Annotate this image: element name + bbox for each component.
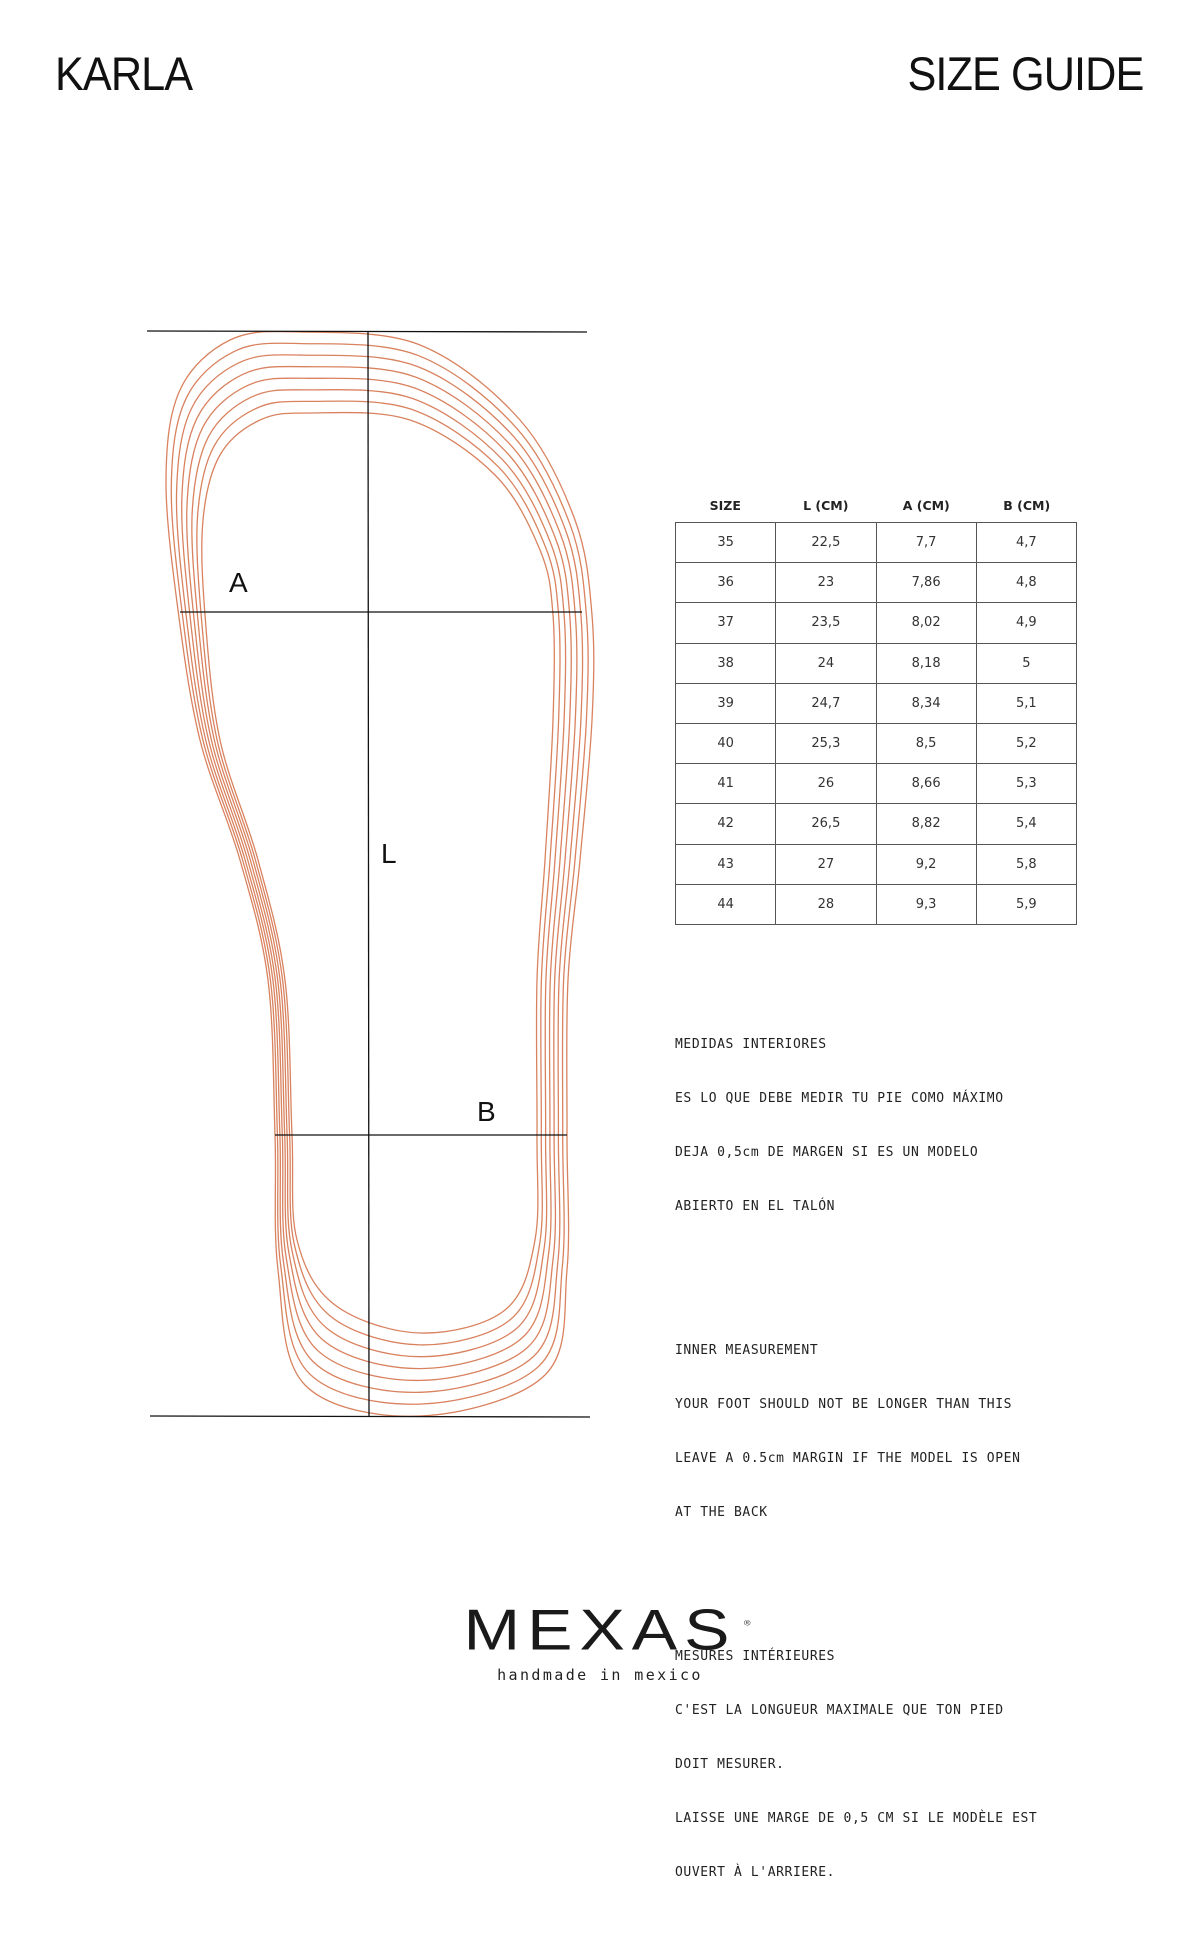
size-outline-path [201, 411, 555, 1334]
cell-width-a: 8,66 [875, 764, 976, 804]
cell-width-b: 5 [975, 643, 1076, 683]
brand-wordmark: MEXAS® [463, 1601, 750, 1659]
dimension-label-l: L [381, 838, 397, 869]
notes-title: MEDIDAS INTERIORES [675, 1037, 827, 1052]
cell-width-b: 5,1 [975, 683, 1076, 723]
notes-line: AT THE BACK [675, 1505, 768, 1520]
notes-spanish: MEDIDAS INTERIORES ES LO QUE DEBE MEDIR … [675, 1000, 1037, 1252]
cell-size: 42 [717, 816, 734, 832]
notes-title: INNER MEASUREMENT [675, 1343, 819, 1358]
cell-length: 27 [775, 844, 875, 884]
size-outline-path [191, 389, 567, 1358]
notes-line: LAISSE UNE MARGE DE 0,5 CM SI LE MODÈLE … [675, 1811, 1038, 1826]
cell-size: 44 [717, 896, 734, 912]
dimension-label-a: A [229, 567, 248, 598]
dimension-label-b: B [477, 1096, 496, 1127]
cell-width-b: 5,4 [975, 804, 1076, 844]
cell-width-b: 4,9 [975, 603, 1076, 643]
cell-length: 24 [775, 643, 875, 683]
size-outline-path [170, 342, 589, 1405]
brand-tagline: handmade in mexico [497, 1666, 703, 1684]
size-outline-path [196, 400, 561, 1346]
cell-width-a: 8,18 [875, 643, 976, 683]
cell-size: 40 [717, 735, 734, 751]
cell-width-b: 4,8 [975, 563, 1076, 603]
header-size: SIZE [709, 497, 741, 513]
notes-line: YOUR FOOT SHOULD NOT BE LONGER THAN THIS [675, 1397, 1013, 1412]
registered-mark: ® [743, 1618, 751, 1628]
model-name: KARLA [55, 47, 193, 100]
cell-width-a: 9,3 [875, 884, 976, 924]
measurement-lines [146, 330, 591, 1418]
size-outline-path [181, 365, 578, 1382]
document-title: SIZE GUIDE [907, 47, 1144, 100]
cell-width-b: 5,9 [975, 884, 1076, 924]
cell-length: 22,5 [775, 523, 875, 563]
notes-line: ABIERTO EN EL TALÓN [675, 1199, 836, 1214]
cell-width-b: 5,8 [975, 844, 1076, 884]
cell-size: 38 [717, 655, 734, 671]
cell-width-a: 8,34 [875, 683, 976, 723]
cell-width-a: 8,02 [875, 603, 976, 643]
header-width-b: B (CM) [1003, 497, 1051, 513]
cell-length: 26 [775, 764, 875, 804]
table-header: SIZE L (CM) A (CM) B (CM) [675, 488, 1077, 522]
size-outlines [165, 330, 595, 1417]
brand-name: MEXAS [463, 1597, 737, 1663]
cell-length: 26,5 [775, 804, 875, 844]
measurement-notes: MEDIDAS INTERIORES ES LO QUE DEBE MEDIR … [675, 964, 1037, 1954]
cell-width-b: 5,3 [975, 764, 1076, 804]
size-outline-path [186, 377, 572, 1370]
notes-line: DOIT MESURER. [675, 1757, 785, 1772]
size-outline-path [175, 354, 584, 1393]
length-line-l [367, 330, 370, 1417]
notes-line: DEJA 0,5cm DE MARGEN SI ES UN MODELO [675, 1145, 979, 1160]
cell-size: 37 [717, 615, 734, 631]
cell-size: 36 [717, 575, 734, 591]
cell-length: 25,3 [775, 723, 875, 764]
header-length: L (CM) [803, 497, 849, 513]
cell-size: 43 [717, 856, 734, 872]
cell-length: 23 [775, 563, 875, 603]
bottom-boundary-line [149, 1415, 591, 1418]
size-outline-path [165, 330, 595, 1417]
notes-line: ES LO QUE DEBE MEDIR TU PIE COMO MÁXIMO [675, 1091, 1004, 1106]
cell-width-b: 4,7 [975, 523, 1076, 563]
top-boundary-line [146, 330, 588, 333]
cell-width-b: 5,2 [975, 723, 1076, 764]
cell-size: 41 [717, 776, 734, 792]
cell-length: 23,5 [775, 603, 875, 643]
notes-english: INNER MEASUREMENT YOUR FOOT SHOULD NOT B… [675, 1306, 1037, 1558]
sole-outline-diagram [146, 330, 595, 1418]
cell-length: 24,7 [775, 683, 875, 723]
cell-size: 35 [717, 535, 734, 550]
notes-line: LEAVE A 0.5cm MARGIN IF THE MODEL IS OPE… [675, 1451, 1021, 1466]
cell-width-a: 8,82 [875, 804, 976, 844]
cell-width-a: 8,5 [875, 723, 976, 764]
cell-width-a: 7,7 [875, 523, 976, 563]
cell-length: 28 [775, 884, 875, 924]
header-width-a: A (CM) [902, 497, 950, 513]
notes-line: C'EST LA LONGUEUR MAXIMALE QUE TON PIED [675, 1703, 1004, 1718]
cell-width-a: 7,86 [875, 563, 976, 603]
cell-width-a: 9,2 [875, 844, 976, 884]
notes-title: MESURES INTÉRIEURES [675, 1649, 836, 1664]
notes-line: OUVERT À L'ARRIERE. [675, 1865, 836, 1880]
brand-logo: MEXAS® handmade in mexico [0, 1596, 1200, 1684]
cell-size: 39 [717, 695, 734, 711]
